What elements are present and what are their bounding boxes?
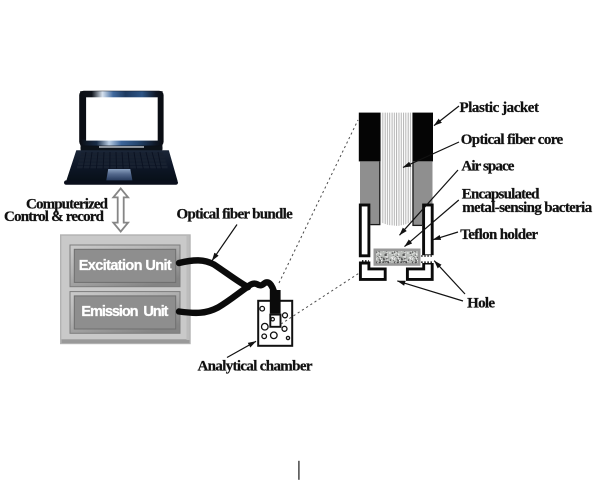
svg-text:Air space: Air space (461, 158, 514, 174)
svg-text:Emission Unit: Emission Unit (81, 304, 168, 320)
svg-text:Plastic jacket: Plastic jacket (460, 100, 540, 116)
svg-text:Optical fiber core: Optical fiber core (461, 132, 564, 148)
svg-text:Teflon holder: Teflon holder (460, 227, 538, 243)
svg-text:Control & record: Control & record (4, 209, 105, 225)
svg-text:metal-sensing bacteria: metal-sensing bacteria (462, 200, 593, 216)
svg-text:Hole: Hole (467, 295, 495, 311)
svg-text:Analytical chamber: Analytical chamber (198, 359, 313, 375)
svg-text:Excitation Unit: Excitation Unit (79, 258, 172, 274)
svg-text:Encapsulated: Encapsulated (462, 186, 540, 202)
svg-text:Computerized: Computerized (26, 196, 109, 212)
svg-text:Optical fiber bundle: Optical fiber bundle (177, 207, 294, 223)
